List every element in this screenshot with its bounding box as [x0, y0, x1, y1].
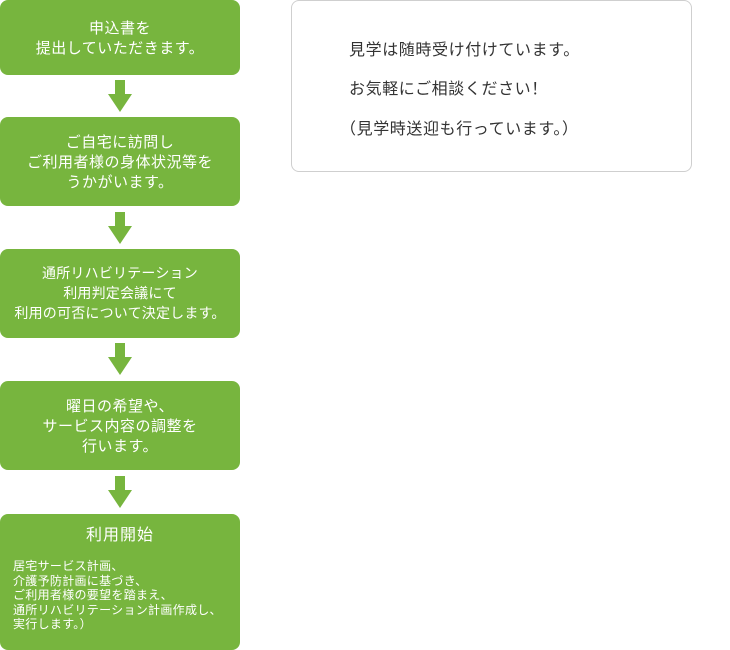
step-text: 介護予防計画に基づき、 [13, 573, 148, 588]
step-text: 居宅サービス計画、 [13, 559, 124, 573]
info-text: （見学時送迎も行っています。） [340, 119, 579, 138]
step-text: 曜日の希望や、 [65, 396, 175, 415]
step-text: ご自宅に訪問し [65, 132, 175, 151]
step-5-start-of-use: 利用開始 居宅サービス計画、 介護予防計画に基づき、 ご利用者様の要望を踏まえ、… [0, 514, 240, 650]
step-text: ご利用者様の身体状況等を [26, 152, 213, 171]
step-2-home-visit: ご自宅に訪問し ご利用者様の身体状況等を うかがいます。 [0, 117, 240, 206]
step-text: うかがいます。 [66, 172, 174, 191]
info-text: 見学は随時受け付けています。 [349, 40, 580, 59]
step-text: 提出していただきます。 [35, 38, 205, 57]
step-text: サービス内容の調整を [42, 416, 198, 435]
tour-info-box: 見学は随時受け付けています。 お気軽にご相談ください！ （見学時送迎も行っていま… [291, 0, 692, 172]
step-3-eligibility-meeting: 通所リハビリテーション 利用判定会議にて 利用の可否について決定します。 [0, 249, 240, 338]
step-4-schedule-adjustment: 曜日の希望や、 サービス内容の調整を 行います。 [0, 381, 240, 470]
down-arrow-icon [108, 80, 132, 112]
down-arrow-icon [108, 212, 132, 244]
step-title: 利用開始 [85, 525, 154, 544]
step-text: 行います。 [81, 436, 158, 455]
down-arrow-icon [108, 476, 132, 508]
step-text: ご利用者様の要望を踏まえ、 [13, 588, 173, 602]
info-text: お気軽にご相談ください！ [349, 79, 548, 98]
down-arrow-icon [108, 343, 132, 375]
step-1-application: 申込書を 提出していただきます。 [0, 0, 240, 75]
step-text: 実行します。） [13, 617, 92, 631]
step-description: 居宅サービス計画、 介護予防計画に基づき、 ご利用者様の要望を踏まえ、 通所リハ… [0, 559, 240, 632]
step-text: 通所リハビリテーション計画作成し、 [13, 602, 222, 617]
step-text: 利用判定会議にて [63, 285, 177, 302]
step-text: 申込書を [88, 18, 151, 37]
step-text: 利用の可否について決定します。 [14, 305, 226, 322]
step-text: 通所リハビリテーション [42, 265, 198, 282]
